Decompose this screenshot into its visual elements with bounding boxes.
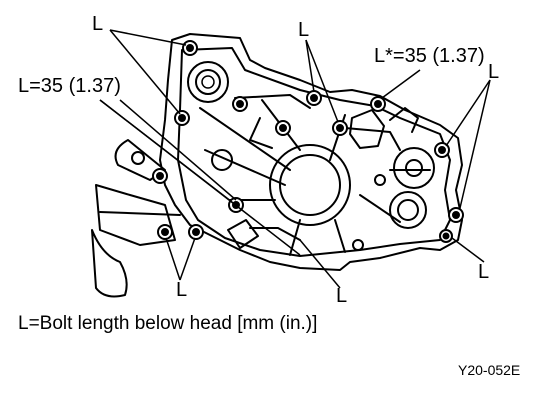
leader-bottom-left-a xyxy=(165,237,181,281)
bolt-top-right xyxy=(370,96,386,112)
relief-valve-outer xyxy=(389,191,427,229)
leader-35-c xyxy=(119,99,237,201)
bolt-right-2 xyxy=(448,207,464,223)
bolt-left-1 xyxy=(232,96,248,112)
bolt-left-3 xyxy=(152,168,168,184)
label-l-star-35: L*=35 (1.37) xyxy=(374,45,485,67)
bolt-bottom-left-1 xyxy=(157,224,173,240)
label-l-top-left: L xyxy=(92,13,104,35)
rotor-bore-inner xyxy=(279,154,341,216)
bolt-top-center-2 xyxy=(332,120,348,136)
leader-right-top-a xyxy=(445,79,491,147)
leader-star xyxy=(381,69,421,99)
leader-top-left-a xyxy=(109,29,187,46)
bolt-top-left-1 xyxy=(182,40,198,56)
left-rod xyxy=(99,211,181,216)
label-l-35-left: L=35 (1.37) xyxy=(18,75,121,97)
figure-code: Y20-052E xyxy=(458,362,521,378)
leader-top-left-b xyxy=(109,29,181,115)
rotor-bore-outer xyxy=(269,144,351,226)
oil-pipe xyxy=(227,219,259,249)
bolt-right-3 xyxy=(439,229,453,243)
leader-top-center-a xyxy=(305,39,315,93)
oil-seal-inner xyxy=(195,69,221,95)
housing-outline xyxy=(159,33,463,271)
left-bracket-outline xyxy=(114,139,166,181)
bolt-left-2 xyxy=(275,120,291,136)
caption: L=Bolt length below head [mm (in.)] xyxy=(18,313,318,334)
label-l-top-center: L xyxy=(298,19,310,41)
bolt-top-center-1 xyxy=(306,90,322,106)
bolt-bottom-left-2 xyxy=(188,224,204,240)
sensor-housing xyxy=(349,109,385,149)
lower-left-arm xyxy=(95,184,176,246)
leader-35-b xyxy=(99,99,301,256)
leader-right-top-b xyxy=(459,79,491,209)
bolt-right-1 xyxy=(434,142,450,158)
bolt-top-left-2 xyxy=(174,110,190,126)
leader-bottom-left-b xyxy=(179,237,196,281)
label-l-bottom-center: L xyxy=(336,285,348,307)
leader-bottom-center xyxy=(299,239,341,289)
pressure-port xyxy=(393,147,435,189)
label-l-bottom-left: L xyxy=(176,279,188,301)
leader-top-center-b xyxy=(305,39,339,123)
label-l-right-top: L xyxy=(488,61,500,83)
leader-right-bottom xyxy=(451,237,485,263)
lower-left-pulley xyxy=(91,229,128,298)
oil-seal-outer xyxy=(187,61,229,103)
label-l-right-bottom: L xyxy=(478,261,490,283)
